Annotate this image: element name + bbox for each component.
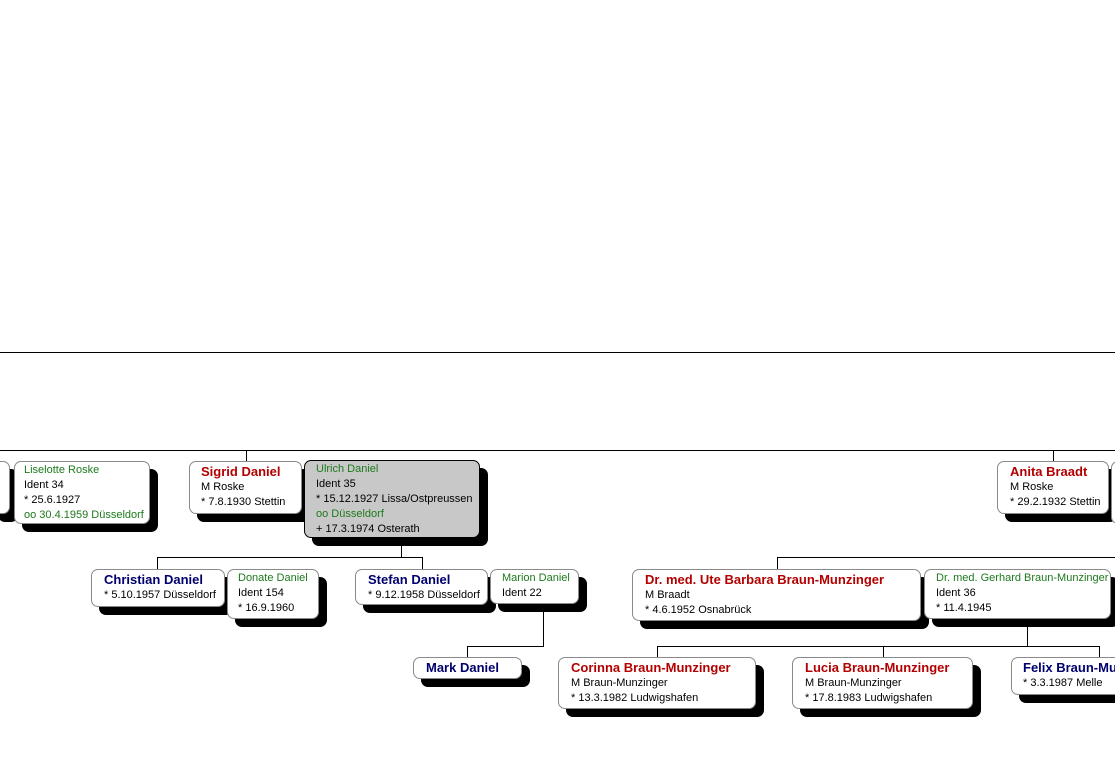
person-name: Mark Daniel bbox=[426, 660, 499, 675]
person-name: Sigrid Daniel bbox=[201, 464, 281, 479]
person-maiden-name: M Braun-Munzinger bbox=[805, 677, 902, 689]
person-ident: Ident 22 bbox=[502, 587, 542, 599]
person-card-lucia-braun-munzinger[interactable]: Lucia Braun-Munzinger M Braun-Munzinger … bbox=[792, 657, 973, 709]
person-card-felix-braun-munzinger[interactable]: Felix Braun-Munzinger * 3.3.1987 Melle bbox=[1011, 657, 1115, 695]
daniel-children-bar-line bbox=[157, 557, 423, 558]
person-ident: Ident 34 bbox=[24, 479, 64, 491]
person-maiden-name: M Roske bbox=[201, 481, 245, 493]
felix-drop-line bbox=[1099, 646, 1100, 657]
braun-children-bar-line bbox=[777, 557, 1115, 558]
person-birth: * 3.3.1987 Melle bbox=[1023, 677, 1103, 689]
generation-separator-line bbox=[0, 352, 1115, 353]
stefan-children-bar-line bbox=[467, 646, 544, 647]
person-card-christian-daniel[interactable]: Christian Daniel * 5.10.1957 Düsseldorf bbox=[91, 569, 225, 607]
person-name: Felix Braun-Munzinger bbox=[1023, 660, 1115, 675]
person-birth: * 9.12.1958 Düsseldorf bbox=[368, 589, 480, 601]
person-birth: * 16.9.1960 bbox=[238, 602, 295, 614]
person-name: Lucia Braun-Munzinger bbox=[805, 660, 950, 675]
ute-drop-line bbox=[777, 557, 778, 569]
person-card-liselotte-roske[interactable]: Liselotte Roske Ident 34 * 25.6.1927 oo … bbox=[14, 461, 150, 524]
person-name: Marion Daniel bbox=[502, 572, 570, 584]
person-name: Ulrich Daniel bbox=[316, 463, 379, 475]
person-card-cutoff-left[interactable] bbox=[0, 461, 10, 514]
person-ident: Ident 154 bbox=[238, 587, 284, 599]
anita-drop-line bbox=[1053, 450, 1054, 461]
person-card-corinna-braun-munzinger[interactable]: Corinna Braun-Munzinger M Braun-Munzinge… bbox=[558, 657, 756, 709]
person-card-anita-spouse-cutoff[interactable] bbox=[1111, 461, 1115, 524]
person-birth: * 17.8.1983 Ludwigshafen bbox=[805, 692, 933, 704]
person-marriage: oo Düsseldorf bbox=[316, 508, 384, 520]
person-birth: * 25.6.1927 bbox=[24, 494, 81, 506]
stefan-drop-line bbox=[422, 557, 423, 569]
person-card-gerhard-braun-munzinger[interactable]: Dr. med. Gerhard Braun-Munzinger Ident 3… bbox=[924, 569, 1111, 619]
braun-grandchildren-bar-line bbox=[657, 646, 1100, 647]
person-card-stefan-daniel[interactable]: Stefan Daniel * 9.12.1958 Düsseldorf bbox=[355, 569, 488, 605]
braun-grandchildren-stem-line bbox=[1027, 625, 1028, 646]
person-birth: * 29.2.1932 Stettin bbox=[1010, 496, 1101, 508]
stefan-children-stem-line bbox=[543, 611, 544, 646]
person-name: Corinna Braun-Munzinger bbox=[571, 660, 731, 675]
person-name: Anita Braadt bbox=[1010, 464, 1088, 479]
christian-drop-line bbox=[157, 557, 158, 569]
person-card-sigrid-daniel[interactable]: Sigrid Daniel M Roske * 7.8.1930 Stettin bbox=[189, 461, 302, 514]
daniel-children-stem-line bbox=[401, 546, 402, 558]
person-ident: Ident 36 bbox=[936, 587, 976, 599]
sigrid-drop-line bbox=[246, 450, 247, 461]
person-name: Dr. med. Gerhard Braun-Munzinger bbox=[936, 572, 1109, 584]
person-maiden-name: M Roske bbox=[1010, 481, 1054, 493]
person-maiden-name: M Braun-Munzinger bbox=[571, 677, 668, 689]
person-card-donate-daniel[interactable]: Donate Daniel Ident 154 * 16.9.1960 bbox=[227, 569, 319, 619]
person-name: Liselotte Roske bbox=[24, 464, 100, 476]
person-name: Donate Daniel bbox=[238, 572, 308, 584]
person-birth: * 13.3.1982 Ludwigshafen bbox=[571, 692, 699, 704]
person-name: Christian Daniel bbox=[104, 572, 203, 587]
person-name: Dr. med. Ute Barbara Braun-Munzinger bbox=[645, 572, 885, 587]
person-card-ulrich-daniel[interactable]: Ulrich Daniel Ident 35 * 15.12.1927 Liss… bbox=[304, 460, 480, 538]
corinna-drop-line bbox=[657, 646, 658, 657]
person-birth: * 4.6.1952 Osnabrück bbox=[645, 604, 752, 616]
person-card-marion-daniel[interactable]: Marion Daniel Ident 22 bbox=[490, 569, 579, 604]
person-card-mark-daniel[interactable]: Mark Daniel bbox=[413, 657, 522, 679]
person-marriage: oo 30.4.1959 Düsseldorf bbox=[24, 509, 144, 521]
person-birth: * 5.10.1957 Düsseldorf bbox=[104, 589, 216, 601]
person-maiden-name: M Braadt bbox=[645, 589, 690, 601]
sibling-bar-line bbox=[0, 450, 1115, 451]
person-birth: * 15.12.1927 Lissa/Ostpreussen bbox=[316, 493, 473, 505]
lucia-drop-line bbox=[883, 646, 884, 657]
person-birth: * 7.8.1930 Stettin bbox=[201, 496, 286, 508]
person-death: + 17.3.1974 Osterath bbox=[316, 523, 420, 535]
person-name: Stefan Daniel bbox=[368, 572, 451, 587]
person-birth: * 11.4.1945 bbox=[936, 602, 992, 614]
mark-drop-line bbox=[467, 646, 468, 657]
person-ident: Ident 35 bbox=[316, 478, 356, 490]
person-card-ute-braun-munzinger[interactable]: Dr. med. Ute Barbara Braun-Munzinger M B… bbox=[632, 569, 921, 621]
person-card-anita-braadt[interactable]: Anita Braadt M Roske * 29.2.1932 Stettin bbox=[997, 461, 1109, 514]
